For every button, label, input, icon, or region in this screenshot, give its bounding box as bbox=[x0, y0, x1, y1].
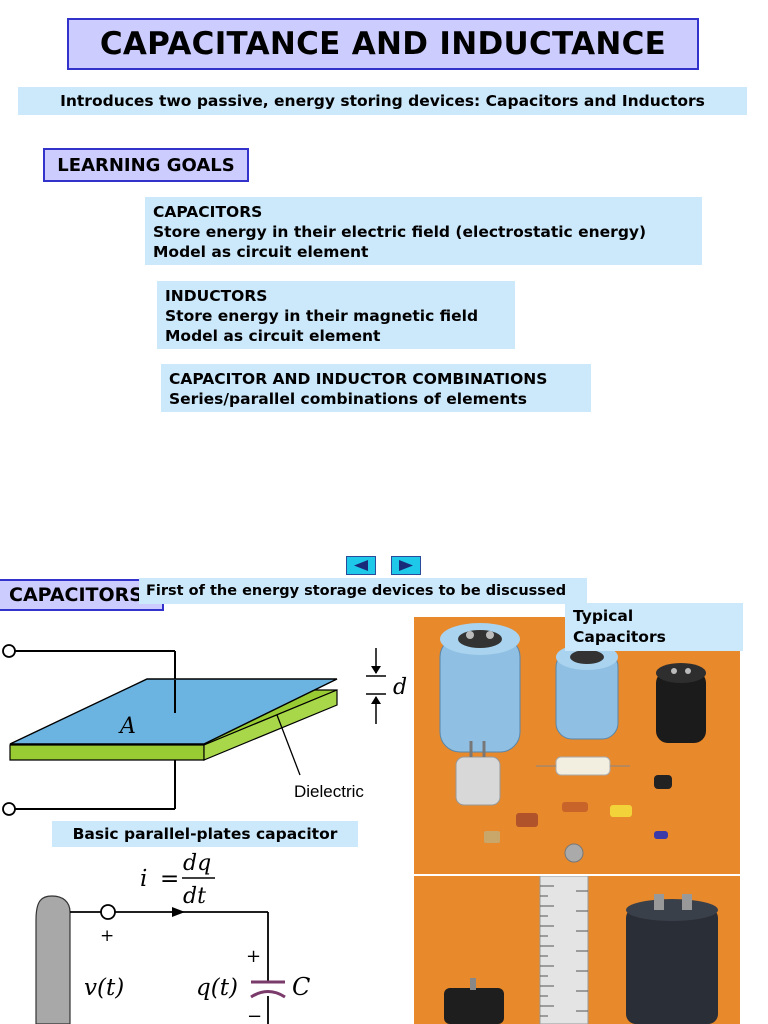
capacitance-label: C bbox=[292, 973, 310, 1001]
capacitors-note: First of the energy storage devices to b… bbox=[139, 578, 587, 604]
goal-combinations-line1: Series/parallel combinations of elements bbox=[169, 390, 527, 408]
typical-capacitors-label: Typical Capacitors bbox=[565, 603, 743, 651]
diagram-caption: Basic parallel-plates capacitor bbox=[52, 821, 358, 847]
dielectric-label: Dielectric bbox=[294, 782, 364, 801]
typical-label-line1: Typical bbox=[573, 607, 634, 625]
plus-cap-sign: + bbox=[246, 946, 261, 967]
triangle-right-icon bbox=[399, 560, 413, 571]
goal-combinations-heading: CAPACITOR AND INDUCTOR COMBINATIONS bbox=[169, 370, 548, 388]
capacitors-with-ruler-photo bbox=[414, 876, 740, 1024]
goal-inductors-heading: INDUCTORS bbox=[165, 287, 268, 305]
goal-inductors-line1: Store energy in their magnetic field bbox=[165, 307, 479, 325]
goal-combinations: CAPACITOR AND INDUCTOR COMBINATIONS Seri… bbox=[161, 364, 591, 412]
typical-label-line2: Capacitors bbox=[573, 628, 666, 646]
capacitor-circuit: i = dq dt + v(t) q(t) C + − bbox=[35, 851, 310, 1024]
equals-sign: = bbox=[160, 866, 179, 892]
page-title: CAPACITANCE AND INDUCTANCE bbox=[67, 18, 699, 70]
minus-cap-sign: − bbox=[247, 1006, 262, 1024]
terminal-top bbox=[2, 644, 16, 658]
source-probe bbox=[35, 895, 71, 1024]
learning-goals-header: LEARNING GOALS bbox=[43, 148, 249, 182]
voltage-label: v(t) bbox=[84, 975, 124, 1001]
current-symbol: i bbox=[140, 866, 147, 892]
goal-capacitors: CAPACITORS Store energy in their electri… bbox=[145, 197, 702, 265]
parallel-plate-diagram: A d Dielectric bbox=[2, 644, 407, 816]
intro-text: Introduces two passive, energy storing d… bbox=[18, 87, 747, 115]
dt-text: dt bbox=[183, 884, 206, 909]
next-slide-button[interactable] bbox=[391, 556, 421, 575]
capacitor-plate-bottom bbox=[250, 990, 286, 999]
top-plate bbox=[9, 678, 338, 745]
prev-slide-button[interactable] bbox=[346, 556, 376, 575]
goal-inductors: INDUCTORS Store energy in their magnetic… bbox=[157, 281, 515, 349]
area-label: A bbox=[118, 714, 136, 739]
goal-capacitors-heading: CAPACITORS bbox=[153, 203, 263, 221]
plus-top-sign: + bbox=[100, 926, 114, 946]
typical-capacitors-photo bbox=[414, 617, 740, 874]
goal-inductors-line2: Model as circuit element bbox=[165, 327, 381, 345]
charge-label: q(t) bbox=[196, 975, 238, 1001]
dq-text: dq bbox=[183, 851, 211, 876]
terminal-bottom bbox=[2, 802, 16, 816]
distance-label: d bbox=[393, 675, 407, 700]
goal-capacitors-line1: Store energy in their electric field (el… bbox=[153, 223, 647, 241]
triangle-left-icon bbox=[354, 560, 368, 571]
goal-capacitors-line2: Model as circuit element bbox=[153, 243, 369, 261]
node-top bbox=[100, 904, 116, 920]
capacitors-header: CAPACITORS bbox=[0, 579, 164, 611]
